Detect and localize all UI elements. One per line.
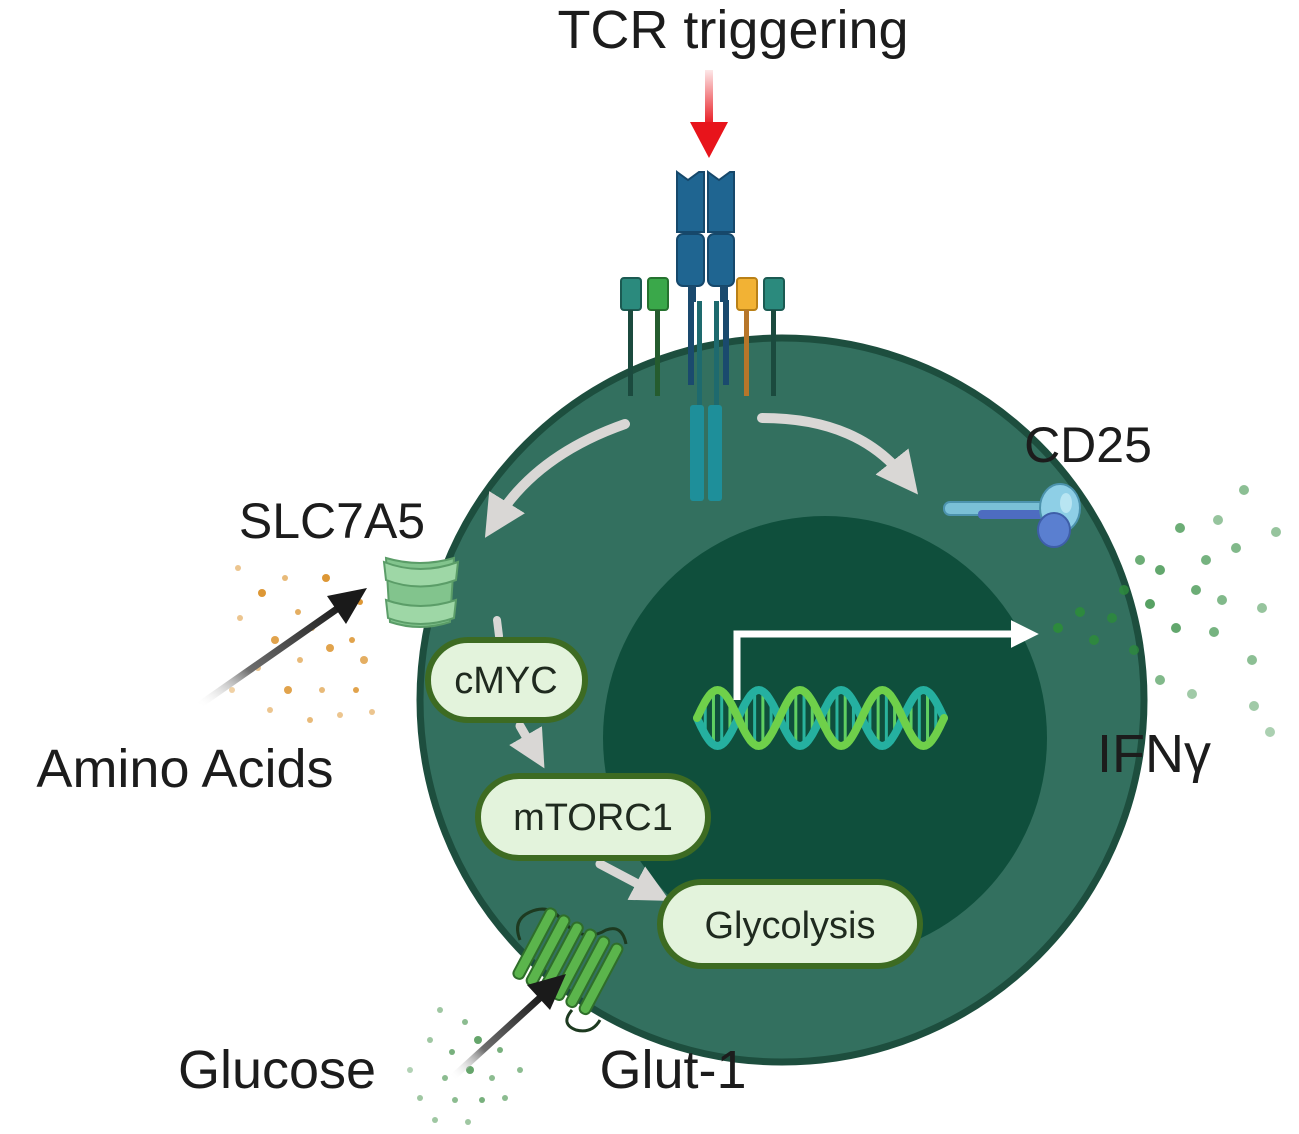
slc7a5-label: SLC7A5 bbox=[239, 493, 425, 549]
glycolysis-node: Glycolysis bbox=[657, 879, 923, 969]
ifng-dot bbox=[1145, 599, 1155, 609]
amino-acid-dot bbox=[297, 657, 303, 663]
glucose-dot bbox=[427, 1037, 433, 1043]
amino-acid-dot bbox=[271, 636, 279, 644]
ifng-dot bbox=[1175, 523, 1185, 533]
amino-acid-dot bbox=[326, 644, 334, 652]
amino-acid-particles bbox=[229, 565, 375, 723]
cmyc-node: cMYC bbox=[425, 637, 588, 723]
amino-acid-dot bbox=[282, 575, 288, 581]
amino-acid-dot bbox=[369, 709, 375, 715]
amino-acid-dot bbox=[349, 637, 355, 643]
glycolysis-label: Glycolysis bbox=[704, 905, 875, 947]
glucose-dot bbox=[437, 1007, 443, 1013]
tcr-arrow bbox=[690, 70, 728, 158]
ifng-dot bbox=[1209, 627, 1219, 637]
tcr-triggering-label: TCR triggering bbox=[557, 0, 908, 60]
ifng-dot bbox=[1239, 485, 1249, 495]
pathway-arrow-cmyc-to-mtorc1 bbox=[509, 721, 545, 769]
glut1-label: Glut-1 bbox=[599, 1040, 746, 1100]
signal-arrow-to-cd25 bbox=[757, 413, 919, 495]
glucose-label: Glucose bbox=[178, 1040, 376, 1100]
amino-acid-dot bbox=[258, 589, 266, 597]
tcr-complex-icon bbox=[620, 170, 785, 501]
ifng-dot bbox=[1201, 555, 1211, 565]
glucose-dot bbox=[489, 1075, 495, 1081]
ifng-dot bbox=[1187, 689, 1197, 699]
ifng-dot bbox=[1089, 635, 1099, 645]
ifng-dot bbox=[1247, 655, 1257, 665]
amino-acid-dot bbox=[295, 609, 301, 615]
transcription-arrow bbox=[733, 620, 1039, 700]
amino-acid-dot bbox=[237, 615, 243, 621]
glut1-transporter-icon bbox=[512, 907, 628, 1033]
ifng-dot bbox=[1107, 613, 1117, 623]
ifng-dot bbox=[1217, 595, 1227, 605]
ifng-dot bbox=[1213, 515, 1223, 525]
amino-acid-dot bbox=[229, 687, 235, 693]
glucose-dot bbox=[417, 1095, 423, 1101]
glucose-dot bbox=[479, 1097, 485, 1103]
amino-acid-arrow bbox=[194, 588, 367, 710]
amino-acid-dot bbox=[319, 687, 325, 693]
amino-acid-dot bbox=[284, 686, 292, 694]
ifng-dot bbox=[1191, 585, 1201, 595]
mtorc1-label: mTORC1 bbox=[513, 797, 673, 839]
amino-acid-dot bbox=[353, 687, 359, 693]
signal-arrow-to-slc7a5 bbox=[484, 419, 630, 538]
ifng-dot bbox=[1129, 645, 1139, 655]
ifng-dot bbox=[1265, 727, 1275, 737]
glucose-dot bbox=[462, 1019, 468, 1025]
ifng-dot bbox=[1053, 623, 1063, 633]
ifng-dot bbox=[1155, 675, 1165, 685]
amino-acid-dot bbox=[307, 717, 313, 723]
ifng-label: IFNγ bbox=[1097, 724, 1211, 784]
ifng-dot bbox=[1257, 603, 1267, 613]
glucose-dot bbox=[497, 1047, 503, 1053]
amino-acid-dot bbox=[360, 656, 368, 664]
pathway-arrow-slc-to-cmyc bbox=[493, 616, 503, 640]
glucose-dot bbox=[465, 1119, 471, 1125]
glucose-arrow bbox=[448, 974, 566, 1082]
ifng-dot bbox=[1271, 527, 1281, 537]
ifng-particles bbox=[1053, 485, 1281, 737]
amino-acid-dot bbox=[267, 707, 273, 713]
pathway-arrow-mtorc1-to-glycolysis bbox=[595, 859, 670, 901]
ifng-dot bbox=[1119, 585, 1129, 595]
glucose-dot bbox=[452, 1097, 458, 1103]
ifng-dot bbox=[1231, 543, 1241, 553]
glucose-dot bbox=[407, 1067, 413, 1073]
glucose-dot bbox=[474, 1036, 482, 1044]
amino-acid-dot bbox=[337, 712, 343, 718]
ifng-dot bbox=[1249, 701, 1259, 711]
glucose-dot bbox=[432, 1117, 438, 1123]
ifng-dot bbox=[1075, 607, 1085, 617]
nucleus bbox=[603, 516, 1047, 960]
amino-acids-label: Amino Acids bbox=[36, 739, 333, 799]
glucose-dot bbox=[442, 1075, 448, 1081]
cmyc-label: cMYC bbox=[454, 660, 557, 702]
slc7a5-transporter-icon bbox=[382, 556, 460, 628]
amino-acid-dot bbox=[235, 565, 241, 571]
cd25-receptor-icon bbox=[943, 483, 1081, 548]
dna-helix-icon bbox=[693, 685, 948, 751]
glucose-dot bbox=[517, 1067, 523, 1073]
amino-acid-dot bbox=[322, 574, 330, 582]
glucose-particles bbox=[407, 1007, 523, 1125]
cd25-label: CD25 bbox=[1024, 417, 1152, 473]
ifng-dot bbox=[1171, 623, 1181, 633]
mtorc1-node: mTORC1 bbox=[475, 773, 711, 861]
ifng-dot bbox=[1155, 565, 1165, 575]
ifng-dot bbox=[1135, 555, 1145, 565]
glucose-dot bbox=[502, 1095, 508, 1101]
glucose-dot bbox=[449, 1049, 455, 1055]
